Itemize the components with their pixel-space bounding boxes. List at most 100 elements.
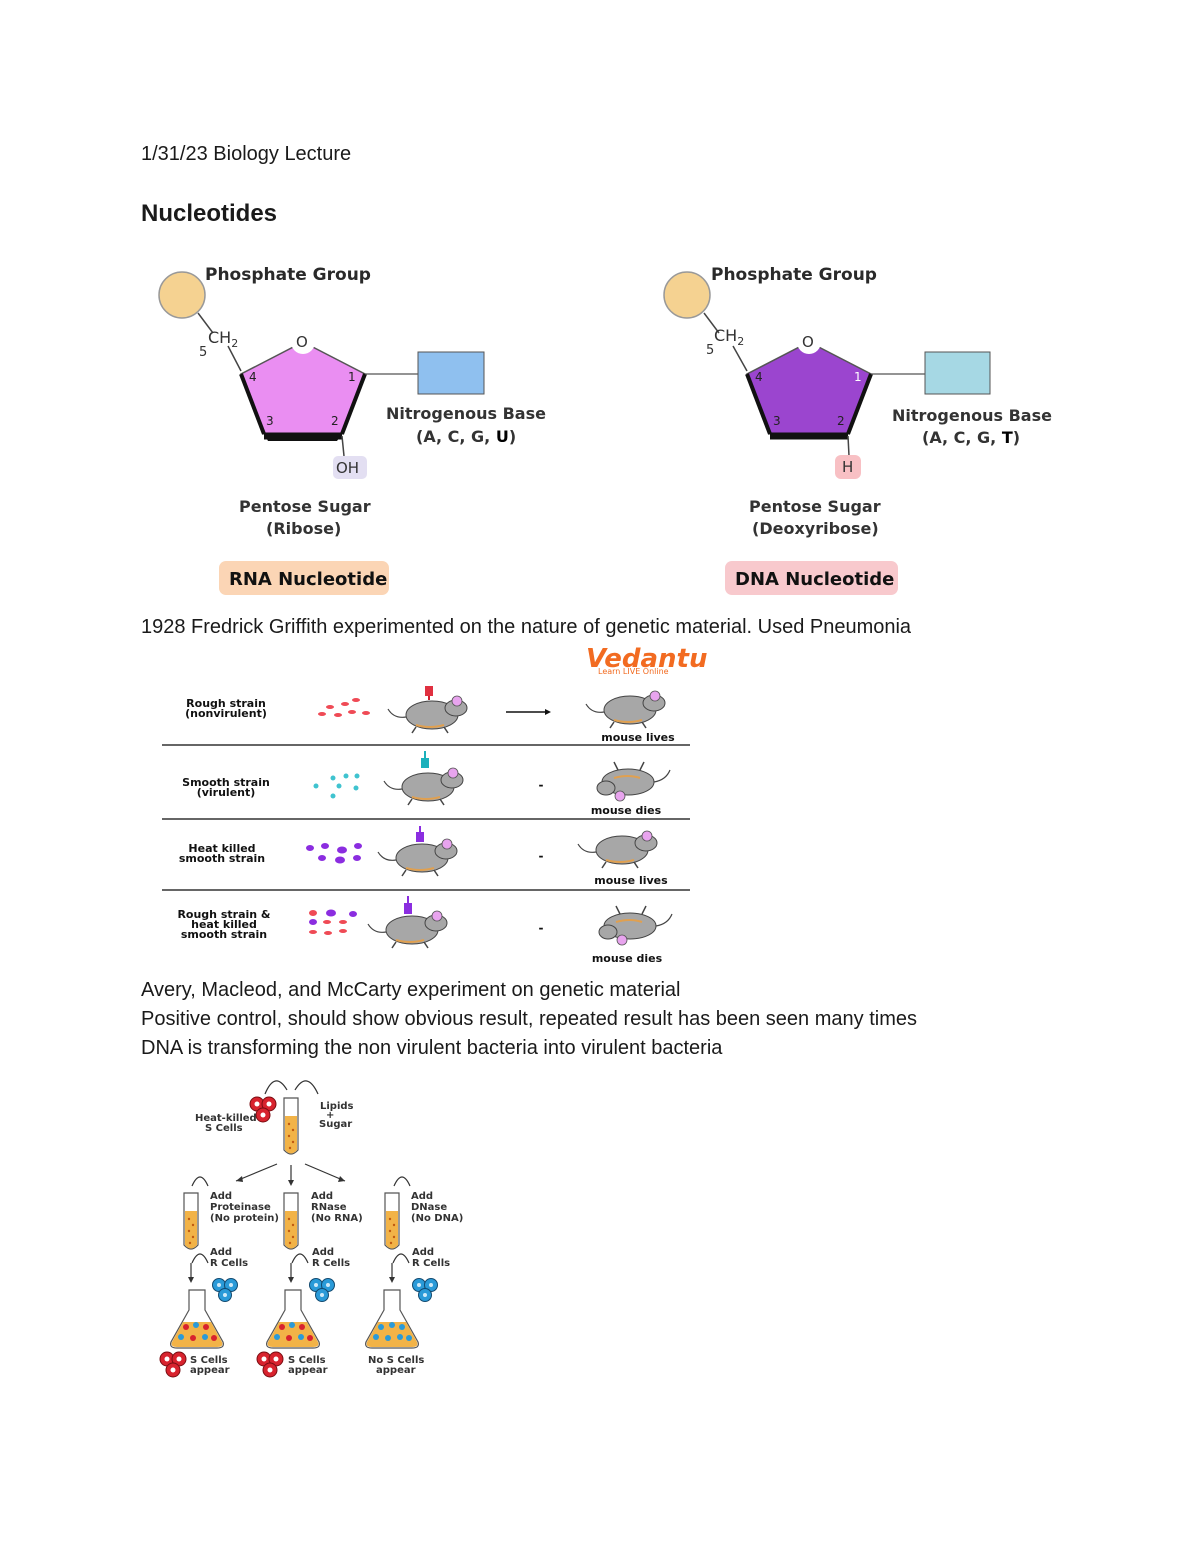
- rna-phosphate-label: Phosphate Group: [205, 265, 371, 285]
- dna-base-title: Nitrogenous Base: [892, 406, 1052, 425]
- r-cells-icon: [212, 1278, 238, 1302]
- flask-cells: [274, 1322, 313, 1341]
- flask-cells: [178, 1322, 217, 1341]
- heat-killed-sublabel: S Cells: [205, 1123, 243, 1134]
- row3-outcome: mouse lives: [594, 874, 668, 887]
- rna-nucleotide-diagram: Phosphate Group CH2 5 O 1 2 3 4 OH Nitro…: [158, 265, 546, 595]
- test-tube-icon: [183, 1192, 199, 1250]
- smooth-strain-dots: [313, 773, 360, 799]
- s-cells-icon: [159, 1351, 187, 1378]
- test-tube-icon: [283, 1192, 299, 1250]
- lipids-label: Lipids: [320, 1101, 354, 1112]
- control-line: Positive control, should show obvious re…: [141, 1008, 917, 1030]
- dna-badge: [725, 561, 898, 595]
- row2-outcome: mouse dies: [591, 804, 662, 817]
- rna-ch2-label: CH2: [208, 328, 238, 350]
- row2-sublabel: (virulent): [197, 786, 256, 799]
- dna-badge-label: DNA Nucleotide: [735, 569, 894, 590]
- tube1-result-label: S Cells: [190, 1355, 228, 1366]
- test-tube-icon: [384, 1192, 400, 1250]
- vedantu-tagline: Learn LIVE Online: [598, 667, 669, 676]
- tube1-add-r-label: Add: [210, 1247, 232, 1258]
- curved-arrow-icon: [294, 1080, 319, 1095]
- row3-sublabel: smooth strain: [179, 852, 265, 865]
- row2-label: Smooth strain: [182, 776, 270, 789]
- rna-c4-label: 4: [249, 370, 257, 384]
- tube3-add-r-label: Add: [412, 1247, 434, 1258]
- rna-c2-label: 2: [331, 414, 339, 428]
- dna-base-rect: [924, 351, 991, 395]
- avery-line: Avery, Macleod, and McCarty experiment o…: [141, 979, 681, 1001]
- rna-badge-label: RNA Nucleotide: [229, 569, 387, 590]
- dna-ch2-label: CH2: [714, 326, 744, 348]
- heat-killed-label: Heat-killed: [195, 1113, 257, 1124]
- tube3-add-label: Add: [411, 1191, 433, 1202]
- tube3-result-label: No S Cells: [368, 1355, 424, 1366]
- rna-base-letters: (A, C, G, U): [416, 427, 516, 446]
- tube1-effect-label: (No protein): [210, 1213, 279, 1224]
- tube1-enzyme-label: Proteinase: [210, 1202, 271, 1213]
- curved-arrow-icon: [393, 1176, 411, 1187]
- rna-carbon5-label: 5: [199, 345, 207, 360]
- row1-sublabel: (nonvirulent): [185, 707, 267, 720]
- page-heading: Nucleotides: [141, 200, 278, 227]
- dna-line: DNA is transforming the non virulent bac…: [141, 1037, 723, 1059]
- tube2-enzyme-label: RNase: [311, 1202, 347, 1213]
- flask-cells: [373, 1322, 412, 1341]
- tube1-r-cells-label: R Cells: [210, 1258, 248, 1269]
- dna-sugar-title: Pentose Sugar: [749, 497, 881, 516]
- tube3-effect-label: (No DNA): [411, 1213, 463, 1224]
- tube3-r-cells-label: R Cells: [412, 1258, 450, 1269]
- arrow-icon: -: [539, 849, 544, 863]
- tube3-result-sublabel: appear: [376, 1365, 416, 1376]
- tube2-result-sublabel: appear: [288, 1365, 328, 1376]
- row4-sublabel: heat killed: [191, 918, 257, 931]
- dna-carbon5-label: 5: [706, 343, 714, 358]
- row4-outcome: mouse dies: [592, 952, 663, 965]
- arrow-icon: -: [539, 921, 544, 935]
- heat-killed-dots: [306, 843, 362, 864]
- date-line: 1/31/23 Biology Lecture: [141, 143, 352, 165]
- rna-sugar-name: (Ribose): [266, 519, 341, 538]
- vedantu-logo: Vedantu: [586, 644, 707, 674]
- sugar-label: Sugar: [319, 1119, 352, 1130]
- dna-sugar-name: (Deoxyribose): [752, 519, 879, 538]
- griffith-experiment-diagram: Vedantu Learn LIVE Online Rough strain (…: [162, 644, 707, 965]
- rna-oxygen-label: O: [296, 333, 308, 351]
- rna-c3-label: 3: [266, 414, 274, 428]
- row4-label: Rough strain &: [177, 908, 270, 921]
- rna-oh-box: [333, 456, 367, 479]
- griffith-line: 1928 Fredrick Griffith experimented on t…: [141, 616, 912, 638]
- tube2-result-label: S Cells: [288, 1355, 326, 1366]
- dna-phosphate-label: Phosphate Group: [711, 265, 877, 285]
- dna-h-box: [835, 455, 861, 479]
- dna-c1-label: 1: [854, 370, 862, 384]
- rna-c1-label: 1: [348, 370, 356, 384]
- dna-c2-label: 2: [837, 414, 845, 428]
- curved-arrow-icon: [191, 1253, 209, 1264]
- rna-oh-label: OH: [336, 459, 359, 477]
- curved-arrow-icon: [392, 1253, 410, 1264]
- rna-base-rect: [417, 351, 485, 395]
- rna-base-title: Nitrogenous Base: [386, 404, 546, 423]
- dna-oxygen-label: O: [802, 333, 814, 351]
- curved-arrow-icon: [191, 1176, 209, 1187]
- row1-label: Rough strain: [186, 697, 266, 710]
- rna-sugar-title: Pentose Sugar: [239, 497, 371, 516]
- mixed-strain-dots: [309, 909, 357, 935]
- dna-nucleotide-diagram: Phosphate Group CH2 5 O 1 2 3 4 H Nitrog…: [663, 265, 1052, 595]
- dna-h-label: H: [842, 458, 853, 476]
- lipids-plus: +: [326, 1110, 334, 1121]
- row4-sublabel2: smooth strain: [181, 928, 267, 941]
- rna-phosphate-circle: [158, 271, 206, 319]
- arrow-icon: -: [539, 778, 544, 792]
- tube2-effect-label: (No RNA): [311, 1213, 363, 1224]
- tube2-add-r-label: Add: [312, 1247, 334, 1258]
- tube2-r-cells-label: R Cells: [312, 1258, 350, 1269]
- tube1-add-label: Add: [210, 1191, 232, 1202]
- tube3-enzyme-label: DNase: [411, 1202, 447, 1213]
- row1-outcome: mouse lives: [601, 731, 675, 744]
- s-cells-icon: [256, 1351, 284, 1378]
- dna-base-letters: (A, C, G, T): [922, 428, 1020, 447]
